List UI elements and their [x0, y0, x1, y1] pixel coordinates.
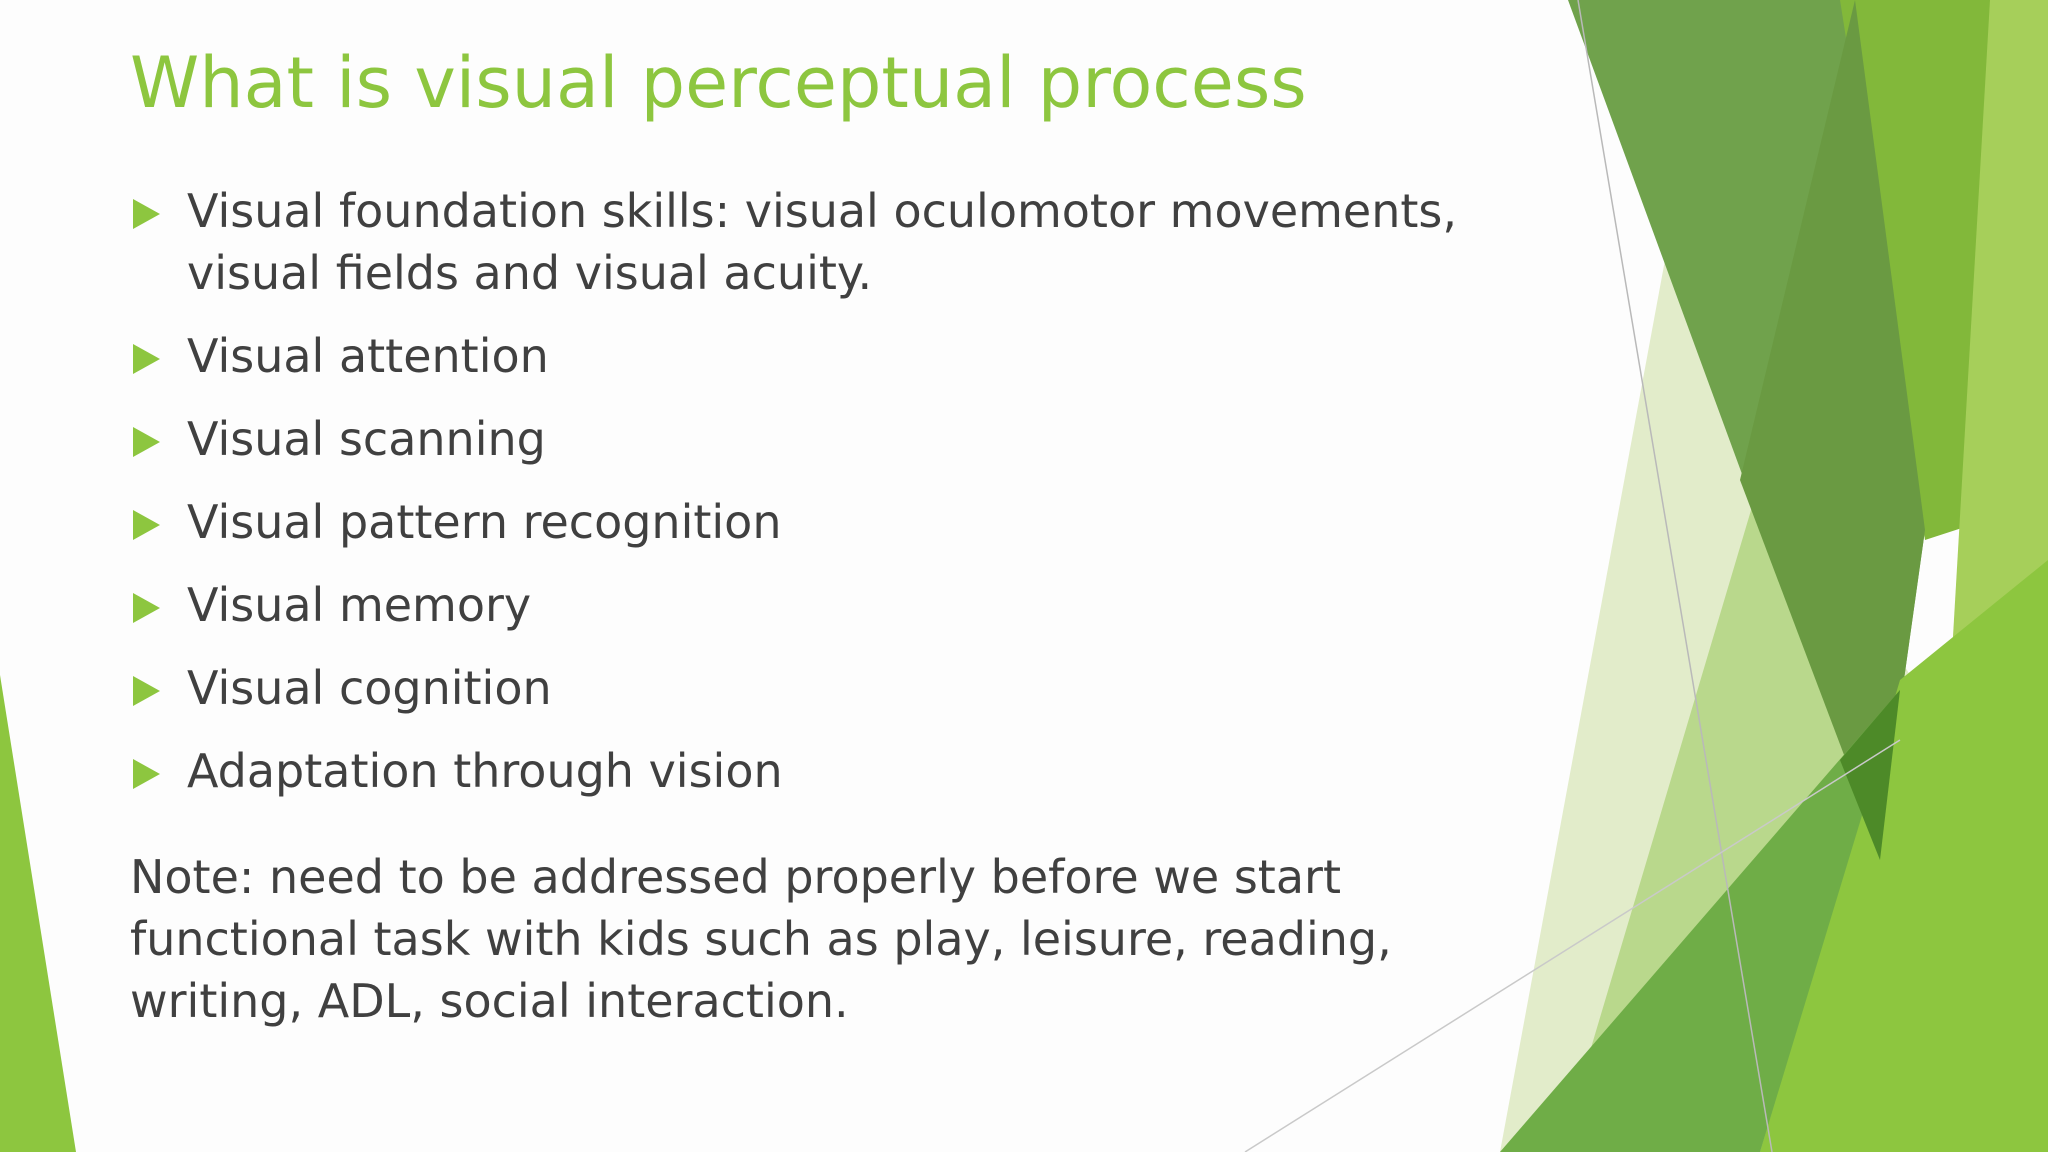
bullet-item: Visual foundation skills: visual oculomo…	[130, 180, 1510, 304]
triangle-right-icon	[133, 676, 160, 706]
bullet-text: Visual pattern recognition	[187, 495, 782, 549]
bullet-text: Adaptation through vision	[187, 744, 783, 798]
triangle-right-icon	[133, 199, 160, 229]
bullet-list: Visual foundation skills: visual oculomo…	[130, 180, 1510, 823]
bullet-item: Visual attention	[130, 325, 1510, 387]
note-paragraph: Note: need to be addressed properly befo…	[130, 850, 1392, 1028]
right-deep-green-facet	[1500, 690, 1900, 1152]
triangle-right-icon	[133, 759, 160, 789]
left-green-sliver	[0, 675, 76, 1152]
right-green-facet	[1760, 560, 2048, 1152]
bullet-item: Visual pattern recognition	[130, 491, 1510, 553]
right-dark-overlap	[1740, 0, 1925, 850]
triangle-right-icon	[133, 510, 160, 540]
thin-line-diagonal	[1244, 739, 1901, 1152]
right-forest-accent	[1840, 690, 1900, 860]
bullet-item: Visual scanning	[130, 408, 1510, 470]
triangle-right-icon	[133, 344, 160, 374]
thin-line-vertical	[1577, 0, 1773, 1152]
bullet-text: Visual foundation skills: visual oculomo…	[187, 184, 1458, 300]
bullet-text: Visual cognition	[187, 661, 552, 715]
bullet-item: Visual memory	[130, 574, 1510, 636]
slide-title: What is visual perceptual process	[130, 42, 1307, 124]
bullet-item: Adaptation through vision	[130, 740, 1510, 802]
triangle-right-icon	[133, 593, 160, 623]
bullet-text: Visual memory	[187, 578, 532, 632]
triangle-right-icon	[133, 427, 160, 457]
bullet-item: Visual cognition	[130, 657, 1510, 719]
bullet-text: Visual scanning	[187, 412, 546, 466]
bullet-text: Visual attention	[187, 329, 549, 383]
